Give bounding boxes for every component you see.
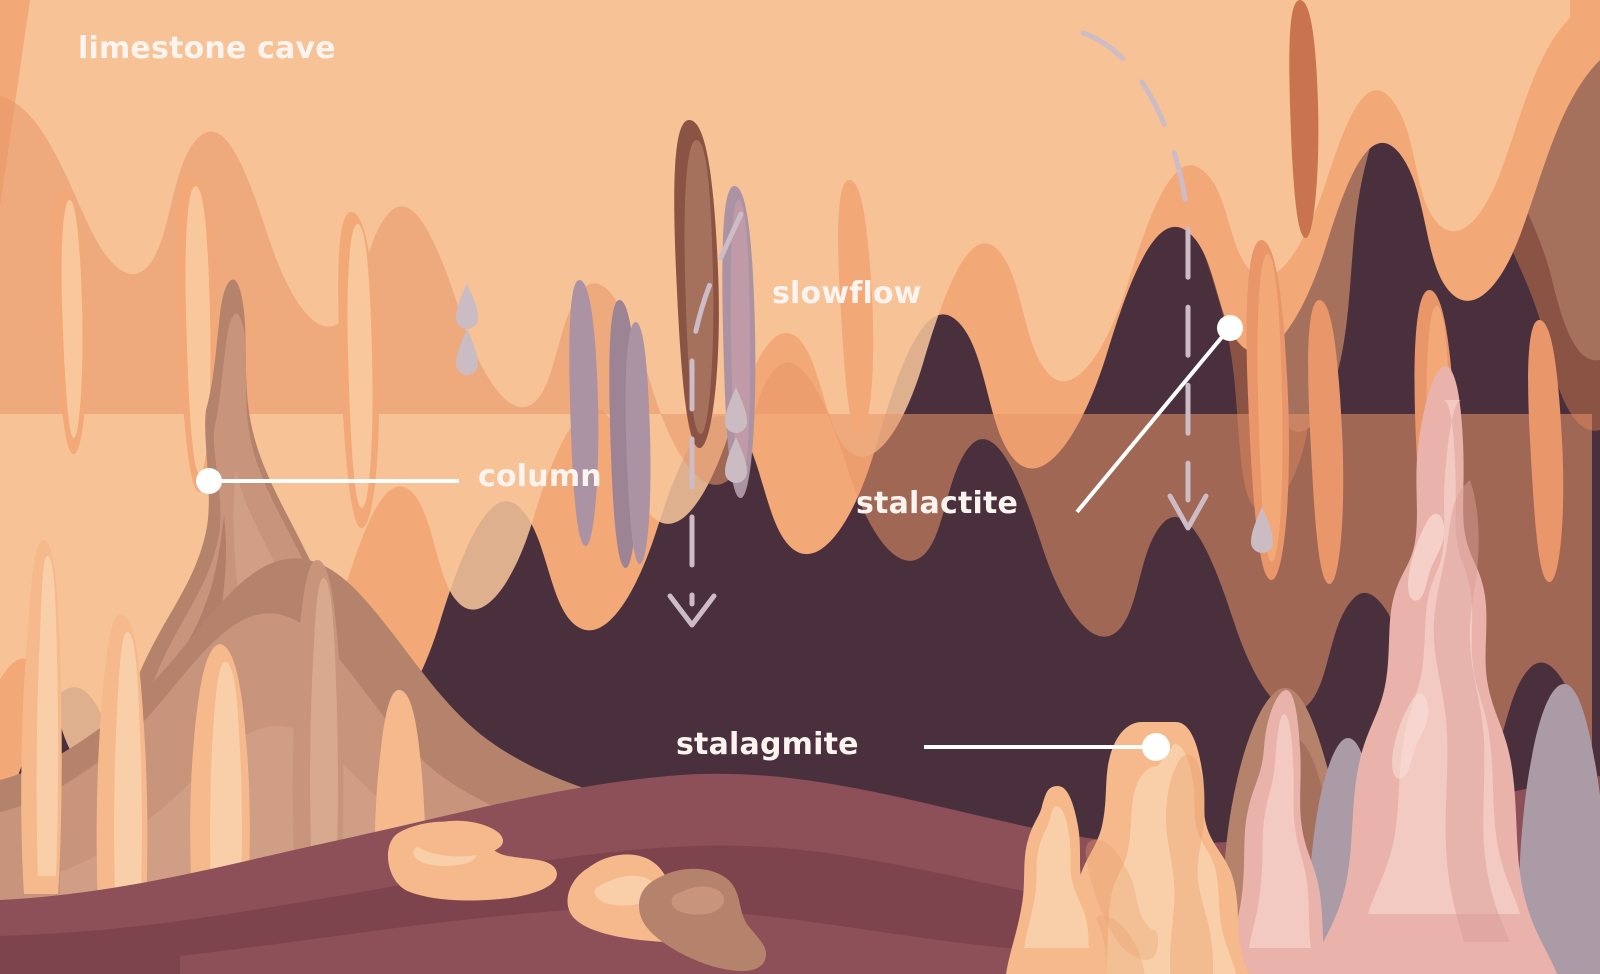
label-stalactite: stalactite [856,486,1019,521]
label-stalagmite: stalagmite [676,727,859,762]
label-slowflow: slowflow [772,276,922,311]
right-flow-arrow [1080,30,1191,503]
centre-small-stalagmite [1006,786,1108,974]
center-flow-arrowhead [667,593,717,628]
floor-rocks [387,820,767,972]
label-column: column [478,459,602,494]
annotation-leaders [196,315,1243,761]
drop-left-upper [456,283,478,329]
page-title: limestone cave [78,31,336,66]
drop-left-lower [456,329,478,375]
drop-center-upper [725,387,747,433]
stalagmite-leader-dot[interactable] [1142,733,1170,761]
stalactite-leader-dot[interactable] [1217,315,1243,341]
drop-center-lower [725,437,747,483]
right-flow-arrowhead [1167,493,1209,531]
flow-arrows-group [667,30,1209,628]
right-floor-formations [1071,366,1600,974]
center-flow-arrow [689,211,744,607]
drop-right [1251,507,1273,553]
stalactite-leader-line [1075,335,1224,514]
column-leader-dot[interactable] [196,468,222,494]
water-droplets-group [456,283,1273,553]
